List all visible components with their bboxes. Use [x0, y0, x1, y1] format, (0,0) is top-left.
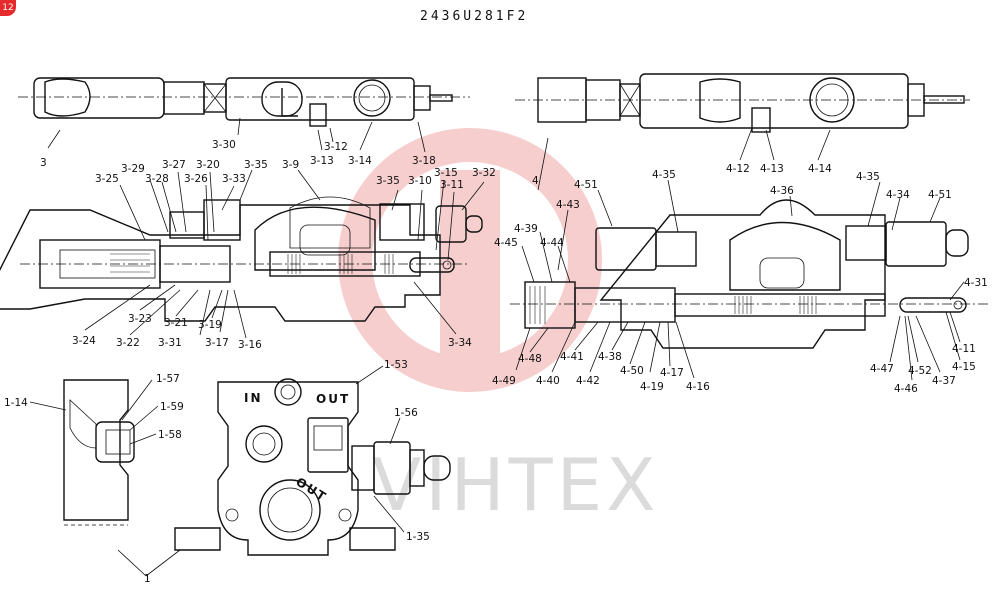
callout-3-27: 3-27	[162, 159, 186, 171]
callout-3-35b: 3-35	[376, 175, 400, 187]
callout-3-25: 3-25	[95, 173, 119, 185]
callout-3-33: 3-33	[222, 173, 246, 185]
callout-1-58: 1-58	[158, 429, 182, 441]
callout-4-16: 4-16	[686, 381, 710, 393]
callout-3-17: 3-17	[205, 337, 229, 349]
callout-1-35: 1-35	[406, 531, 430, 543]
callout-4-34: 4-34	[886, 189, 910, 201]
watermark-text: VIHTEX	[372, 443, 659, 527]
callout-3: 3	[40, 157, 47, 169]
callout-4-36: 4-36	[770, 185, 794, 197]
callout-4-43: 4-43	[556, 199, 580, 211]
leader-lines	[29, 117, 965, 577]
top-view-section-4	[515, 73, 970, 133]
callout-1-53: 1-53	[384, 359, 408, 371]
port-in-label: IN	[244, 391, 263, 405]
callout-3-21: 3-21	[164, 317, 188, 329]
callout-4-46: 4-46	[894, 383, 918, 395]
callout-4-39: 4-39	[514, 223, 538, 235]
callout-3-10: 3-10	[408, 175, 432, 187]
callout-3-16: 3-16	[238, 339, 262, 351]
callout-3-24: 3-24	[72, 335, 96, 347]
callout-3-11: 3-11	[440, 179, 464, 191]
callout-4-13: 4-13	[760, 163, 784, 175]
callout-4: 4	[532, 175, 539, 187]
callout-4-51: 4-51	[574, 179, 598, 191]
port-out-lower-label: OUT	[293, 475, 329, 505]
callout-4-48: 4-48	[518, 353, 542, 365]
section-3-cutaway	[0, 196, 483, 322]
callout-3-31: 3-31	[158, 337, 182, 349]
callout-4-17: 4-17	[660, 367, 684, 379]
callout-1-56: 1-56	[394, 407, 418, 419]
callout-3-18: 3-18	[412, 155, 436, 167]
callout-4-42: 4-42	[576, 375, 600, 387]
callout-3-29: 3-29	[121, 163, 145, 175]
callout-4-47: 4-47	[870, 363, 894, 375]
section-4-cutaway	[510, 199, 990, 349]
watermark: VIHTEX	[338, 128, 659, 527]
callout-3-19: 3-19	[198, 319, 222, 331]
callout-1-57: 1-57	[156, 373, 180, 385]
callout-4-35b: 4-35	[856, 171, 880, 183]
page-badge: 12	[0, 0, 16, 16]
callout-3-9: 3-9	[282, 159, 299, 171]
callout-4-40: 4-40	[536, 375, 560, 387]
callout-4-49: 4-49	[492, 375, 516, 387]
callout-3-22: 3-22	[116, 337, 140, 349]
callout-1-14: 1-14	[4, 397, 28, 409]
callout-3-13: 3-13	[310, 155, 334, 167]
callout-4-41: 4-41	[560, 351, 584, 363]
callout-3-23: 3-23	[128, 313, 152, 325]
callout-1: 1	[144, 573, 151, 585]
callout-4-12: 4-12	[726, 163, 750, 175]
callout-4-52: 4-52	[908, 365, 932, 377]
callout-4-44: 4-44	[540, 237, 564, 249]
callout-3-20: 3-20	[196, 159, 220, 171]
callout-3-32: 3-32	[472, 167, 496, 179]
callout-3-34: 3-34	[448, 337, 472, 349]
side-view-1	[63, 379, 135, 526]
callout-4-50: 4-50	[620, 365, 644, 377]
callout-3-28: 3-28	[145, 173, 169, 185]
callout-3-14: 3-14	[348, 155, 372, 167]
callout-4-38: 4-38	[598, 351, 622, 363]
callout-4-45: 4-45	[494, 237, 518, 249]
callout-4-35: 4-35	[652, 169, 676, 181]
drawing-number: 2436U281F2	[420, 9, 528, 24]
callout-3-12: 3-12	[324, 141, 348, 153]
top-view-section-3	[18, 77, 470, 127]
callout-4-51b: 4-51	[928, 189, 952, 201]
callout-labels: 3 3-30 3-13 3-12 3-14 3-18 3-25 3-29 3-2…	[4, 139, 988, 585]
callout-4-37: 4-37	[932, 375, 956, 387]
callout-4-14: 4-14	[808, 163, 832, 175]
callout-3-30: 3-30	[212, 139, 236, 151]
callout-4-15: 4-15	[952, 361, 976, 373]
callout-4-19: 4-19	[640, 381, 664, 393]
callout-1-59: 1-59	[160, 401, 184, 413]
callout-4-11: 4-11	[952, 343, 976, 355]
callout-3-35: 3-35	[244, 159, 268, 171]
callout-3-26: 3-26	[184, 173, 208, 185]
callout-3-15: 3-15	[434, 167, 458, 179]
port-out-label: OUT	[316, 392, 350, 406]
callout-4-31: 4-31	[964, 277, 988, 289]
